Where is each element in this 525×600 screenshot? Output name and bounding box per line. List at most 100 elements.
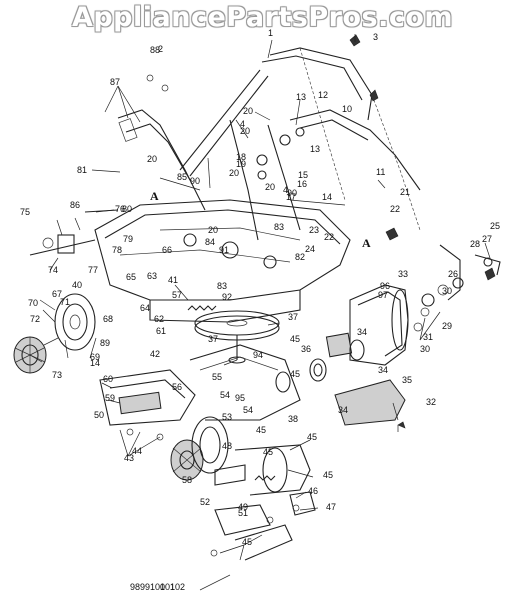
callout-label: 2 — [158, 44, 163, 54]
callout-label: 46 — [308, 486, 318, 496]
callout-label: 44 — [132, 446, 142, 456]
callout-label: 13 — [296, 92, 306, 102]
callout-label: 30 — [420, 344, 430, 354]
callout-label: 58 — [182, 475, 192, 485]
callout-label: 34 — [338, 405, 348, 415]
leader-lines — [29, 34, 491, 561]
callout-label: 20 — [265, 182, 275, 192]
callout-label: 41 — [168, 275, 178, 285]
callout-label: 61 — [156, 326, 166, 336]
callout-label: 51 — [238, 508, 248, 518]
callout-label: 18 — [236, 152, 246, 162]
callout-label: 49 — [238, 502, 248, 512]
callout-label: 85 — [177, 172, 187, 182]
callout-label: 74 — [48, 265, 58, 275]
callout-label: 78 — [112, 245, 122, 255]
callout-label: 52 — [200, 497, 210, 507]
callout-label: 71 — [60, 297, 70, 307]
callout-labels: 1234410111213131414151617181920202020202… — [20, 28, 500, 592]
callout-label: 29 — [442, 321, 452, 331]
callout-label: 25 — [490, 221, 500, 231]
callout-label: 97 — [378, 290, 388, 300]
callout-label: 79 — [123, 234, 133, 244]
callout-label: 23 — [309, 225, 319, 235]
callout-label: 76 — [115, 204, 125, 214]
callout-label: 59 — [105, 393, 115, 403]
callout-label: 45 — [263, 447, 273, 457]
callout-label: 73 — [52, 370, 62, 380]
callout-label: 94 — [253, 350, 263, 360]
watermark: AppliancePartsPros.com — [71, 2, 454, 33]
callout-label: 48 — [222, 441, 232, 451]
callout-label: 27 — [482, 234, 492, 244]
callout-label: 87 — [110, 77, 120, 87]
callout-label: 45 — [256, 425, 266, 435]
callout-label: 62 — [154, 314, 164, 324]
callout-label: 101 — [160, 582, 175, 592]
callout-label: 4 — [283, 185, 288, 195]
callout-label: 60 — [103, 374, 113, 384]
callout-label: 99 — [140, 582, 150, 592]
callout-label: 35 — [402, 375, 412, 385]
callout-label: 38 — [288, 414, 298, 424]
callout-label: 67 — [52, 289, 62, 299]
callout-label: 22 — [390, 204, 400, 214]
callout-label: 95 — [235, 393, 245, 403]
callout-label: 83 — [217, 281, 227, 291]
callout-label: 32 — [426, 397, 436, 407]
callout-label: 96 — [380, 281, 390, 291]
callout-label: 45 — [307, 432, 317, 442]
callout-label: 20 — [240, 126, 250, 136]
callout-label: 84 — [205, 237, 215, 247]
callout-label: 20 — [208, 225, 218, 235]
callout-label: 10 — [342, 104, 352, 114]
callout-label: 3 — [373, 32, 378, 42]
callout-label: 53 — [222, 412, 232, 422]
callout-label: 31 — [423, 332, 433, 342]
callout-label: 40 — [72, 280, 82, 290]
callout-label: 15 — [298, 170, 308, 180]
callout-label: 82 — [295, 252, 305, 262]
callout-label: 75 — [20, 207, 30, 217]
callout-label: 13 — [310, 144, 320, 154]
callout-label: 45 — [323, 470, 333, 480]
callout-label: 70 — [28, 298, 38, 308]
callout-label: 11 — [376, 167, 385, 177]
callout-label: 24 — [305, 244, 315, 254]
callout-label: 19 — [236, 159, 246, 169]
callout-label: 16 — [297, 179, 307, 189]
callout-label: 30 — [442, 286, 452, 296]
callout-label: 88 — [150, 45, 160, 55]
callout-label: 50 — [94, 410, 104, 420]
callout-label: 91 — [219, 245, 229, 255]
callout-label: 34 — [378, 365, 388, 375]
callout-label: 42 — [150, 349, 160, 359]
callout-label: 54 — [220, 390, 230, 400]
callout-label: 14 — [90, 358, 100, 368]
callout-label: 14 — [322, 192, 332, 202]
callout-label: 12 — [318, 90, 328, 100]
callout-label: 28 — [470, 239, 480, 249]
section-marker-a-right: A — [362, 236, 371, 250]
callout-label: 45 — [290, 334, 300, 344]
callout-label: 43 — [124, 453, 134, 463]
callout-label: 26 — [448, 269, 458, 279]
callout-label: 65 — [126, 272, 136, 282]
callout-label: 45 — [290, 369, 300, 379]
callout-label: 54 — [243, 405, 253, 415]
callout-label: 21 — [400, 187, 410, 197]
callout-label: 17 — [286, 192, 296, 202]
callout-label: 81 — [77, 165, 87, 175]
callout-label: 33 — [398, 269, 408, 279]
callout-label: 4 — [240, 119, 245, 129]
callout-label: 92 — [222, 292, 232, 302]
callout-label: 64 — [140, 303, 150, 313]
section-marker-a-left: A — [150, 189, 159, 203]
callout-label: 89 — [100, 338, 110, 348]
callout-label: 69 — [90, 352, 100, 362]
callout-label: 45 — [242, 537, 252, 547]
callout-label: 100 — [150, 582, 165, 592]
callout-label: 90 — [190, 176, 200, 186]
